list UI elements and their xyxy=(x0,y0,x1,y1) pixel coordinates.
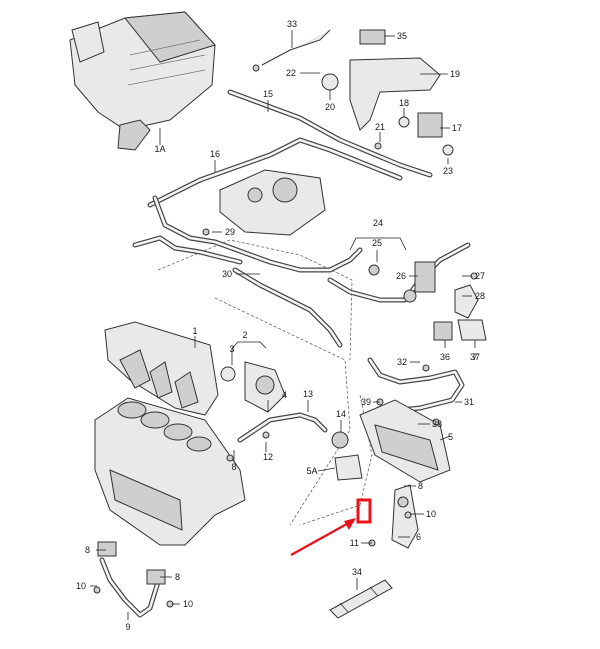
callout-10-right: 10 xyxy=(426,509,436,519)
callout-12: 12 xyxy=(263,452,273,462)
highlight-arrow-head xyxy=(344,518,356,530)
callout-3: 3 xyxy=(229,344,234,354)
callout-13: 13 xyxy=(303,389,313,399)
highlight-arrow-shaft xyxy=(290,518,355,557)
callout-11: 11 xyxy=(350,538,359,548)
callout-36: 36 xyxy=(440,352,450,362)
egr-parts xyxy=(237,399,451,549)
callout-38: 38 xyxy=(432,419,442,429)
callout-37: 37 xyxy=(470,352,480,362)
callout-14: 14 xyxy=(336,409,346,419)
exhaust-manifold xyxy=(104,321,286,416)
callout-19: 19 xyxy=(450,69,460,79)
callout-28: 28 xyxy=(475,291,485,301)
callout-24: 24 xyxy=(373,218,383,228)
callout-8-egr: 8 xyxy=(231,462,236,472)
callout-10-bottom: 10 xyxy=(183,599,193,609)
intake-cover xyxy=(219,169,326,236)
callout-1a: 1A xyxy=(154,144,165,154)
highlighted-part xyxy=(290,498,372,557)
callout-20: 20 xyxy=(325,102,335,112)
callout-26: 26 xyxy=(396,271,406,281)
callout-8-pipe-right: 8 xyxy=(175,572,180,582)
callout-5a: 5A xyxy=(306,466,317,476)
callout-32: 32 xyxy=(397,357,407,367)
engine-block xyxy=(94,397,246,546)
leader-lines xyxy=(90,30,476,620)
callout-6: 6 xyxy=(416,532,421,542)
callout-18: 18 xyxy=(399,98,409,108)
callout-5: 5 xyxy=(448,432,453,442)
callout-10-left: 10 xyxy=(76,581,86,591)
vacuum-hoses xyxy=(132,89,471,413)
callout-29: 29 xyxy=(225,227,235,237)
callout-1: 1 xyxy=(192,326,197,336)
callout-7: 7 xyxy=(472,352,477,362)
highlight-box xyxy=(356,498,372,524)
callout-8-cooler: 8 xyxy=(418,481,423,491)
callout-21: 21 xyxy=(375,122,385,132)
callout-22: 22 xyxy=(286,68,296,78)
callout-labels: 1A 1 2 3 4 5 5A 6 7 8 8 8 8 9 10 10 10 1… xyxy=(76,19,485,632)
callout-34: 34 xyxy=(352,567,362,577)
callout-9: 9 xyxy=(125,622,130,632)
air-filter-housing xyxy=(69,11,216,151)
callout-15: 15 xyxy=(263,89,273,99)
callout-30: 30 xyxy=(222,269,232,279)
callout-33: 33 xyxy=(287,19,297,29)
callout-17: 17 xyxy=(452,123,462,133)
callout-16: 16 xyxy=(210,149,220,159)
tool-bar xyxy=(329,579,393,619)
callout-27: 27 xyxy=(475,271,485,281)
callout-25: 25 xyxy=(372,238,382,248)
callout-35: 35 xyxy=(397,31,407,41)
callout-31: 31 xyxy=(464,397,474,407)
callout-8-pipe-left: 8 xyxy=(85,545,90,555)
bracket-cluster xyxy=(261,29,454,156)
callout-2: 2 xyxy=(242,330,247,340)
right-side-parts xyxy=(368,261,487,341)
callout-23: 23 xyxy=(443,166,453,176)
callout-39: 39 xyxy=(361,397,371,407)
return-pipe xyxy=(97,541,166,618)
callout-4: 4 xyxy=(282,390,287,400)
